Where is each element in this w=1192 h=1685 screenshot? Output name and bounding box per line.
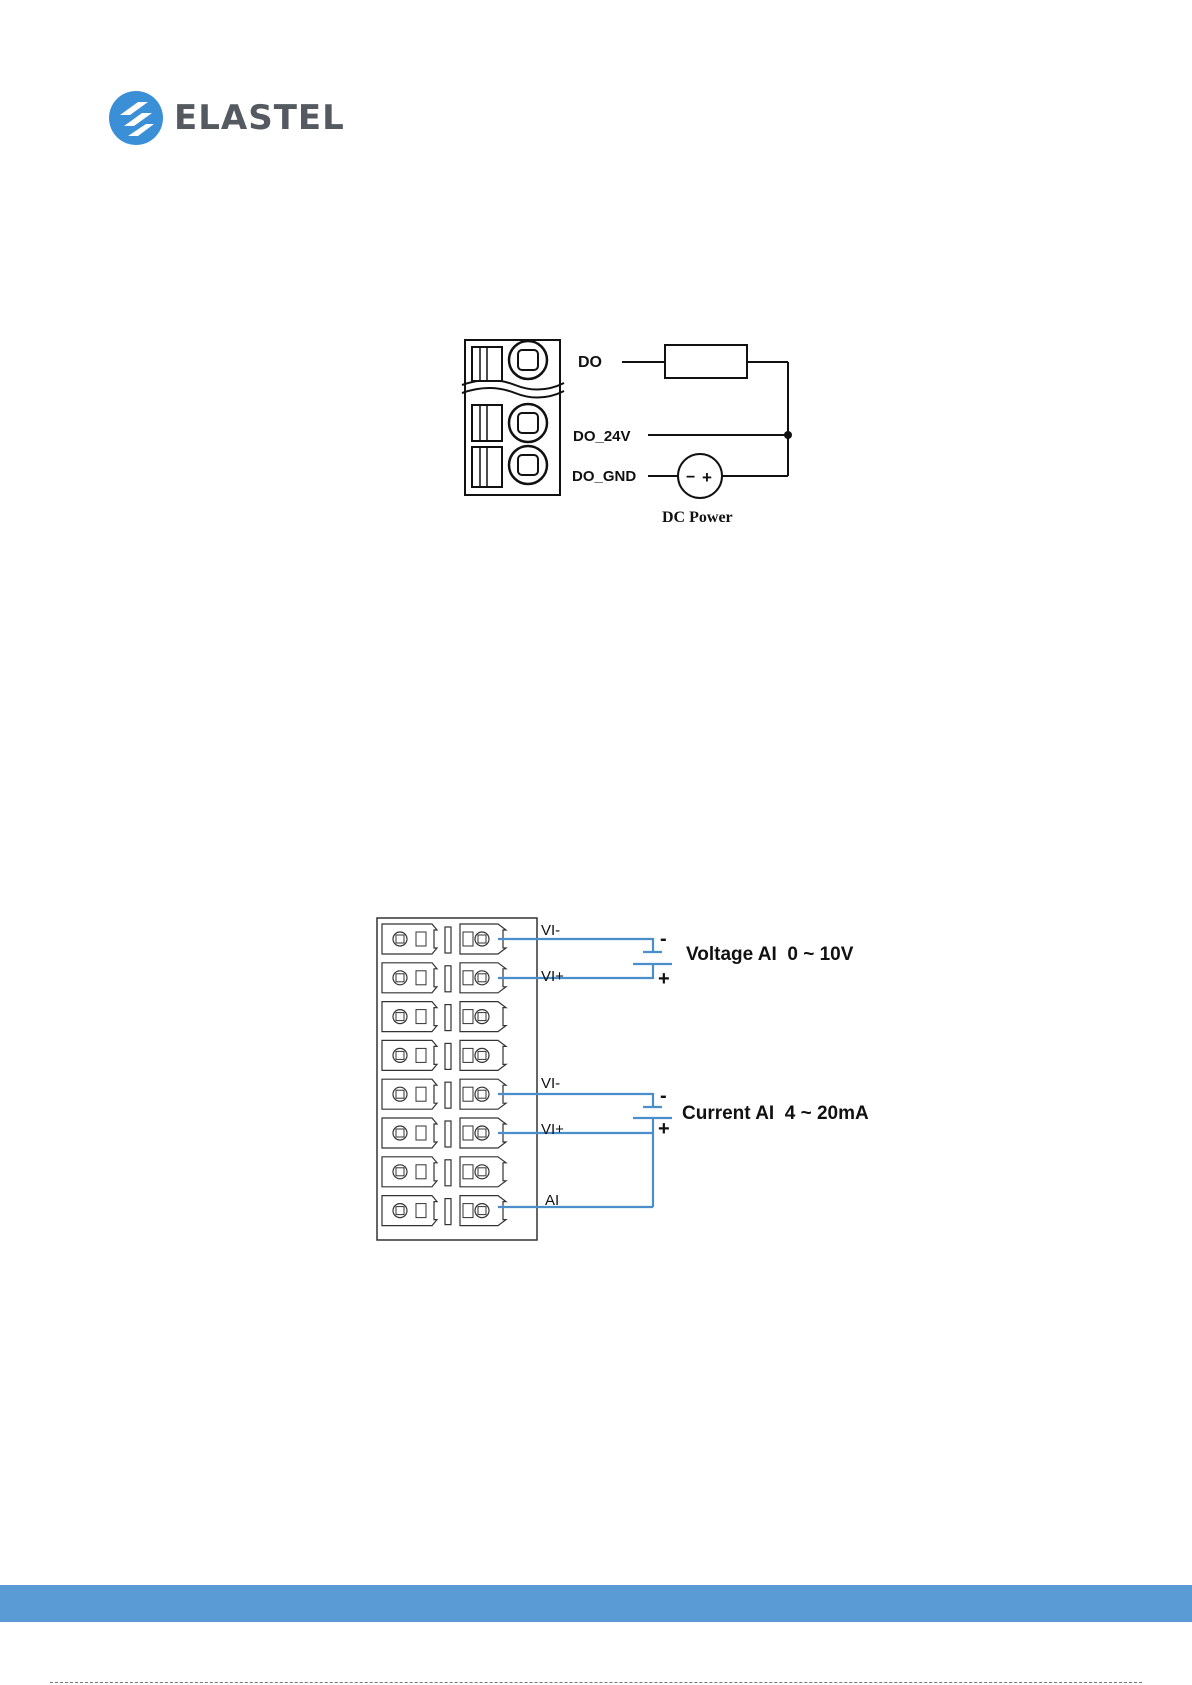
logo-text: ELASTEL bbox=[174, 98, 345, 138]
header-logo: ELASTEL bbox=[108, 88, 348, 148]
power-minus-sign: − bbox=[686, 469, 695, 486]
current-minus-sign: - bbox=[660, 1085, 667, 1107]
power-plus-sign: + bbox=[702, 468, 712, 487]
footer-dashed-rule bbox=[50, 1682, 1142, 1683]
label-voltage-ai: Voltage AI 0 ~ 10V bbox=[686, 944, 854, 965]
label-vi-plus-1: VI+ bbox=[541, 968, 564, 985]
voltage-minus-sign: - bbox=[660, 928, 667, 950]
label-vi-minus-1: VI- bbox=[541, 922, 560, 939]
ai-wiring-diagram: VI- VI+ VI- VI+ AI - + - + Voltage AI 0 … bbox=[370, 915, 900, 1245]
label-vi-plus-2: VI+ bbox=[541, 1121, 564, 1138]
label-vi-minus-2: VI- bbox=[541, 1075, 560, 1092]
dc-power-source bbox=[678, 454, 722, 498]
label-do-24v: DO_24V bbox=[573, 428, 631, 445]
label-ai: AI bbox=[545, 1192, 559, 1209]
label-current-ai: Current AI 4 ~ 20mA bbox=[682, 1103, 869, 1124]
voltage-plus-sign: + bbox=[658, 968, 670, 990]
elastel-logo-icon bbox=[108, 90, 164, 146]
label-do-gnd: DO_GND bbox=[572, 468, 636, 485]
label-do: DO bbox=[578, 354, 602, 371]
footer-bar bbox=[0, 1585, 1192, 1622]
load-resistor bbox=[665, 345, 747, 378]
current-plus-sign: + bbox=[658, 1118, 670, 1140]
do-wiring-diagram: DO DO_24V DO_GND − + DC Power bbox=[460, 335, 820, 535]
label-dc-power: DC Power bbox=[662, 509, 733, 526]
